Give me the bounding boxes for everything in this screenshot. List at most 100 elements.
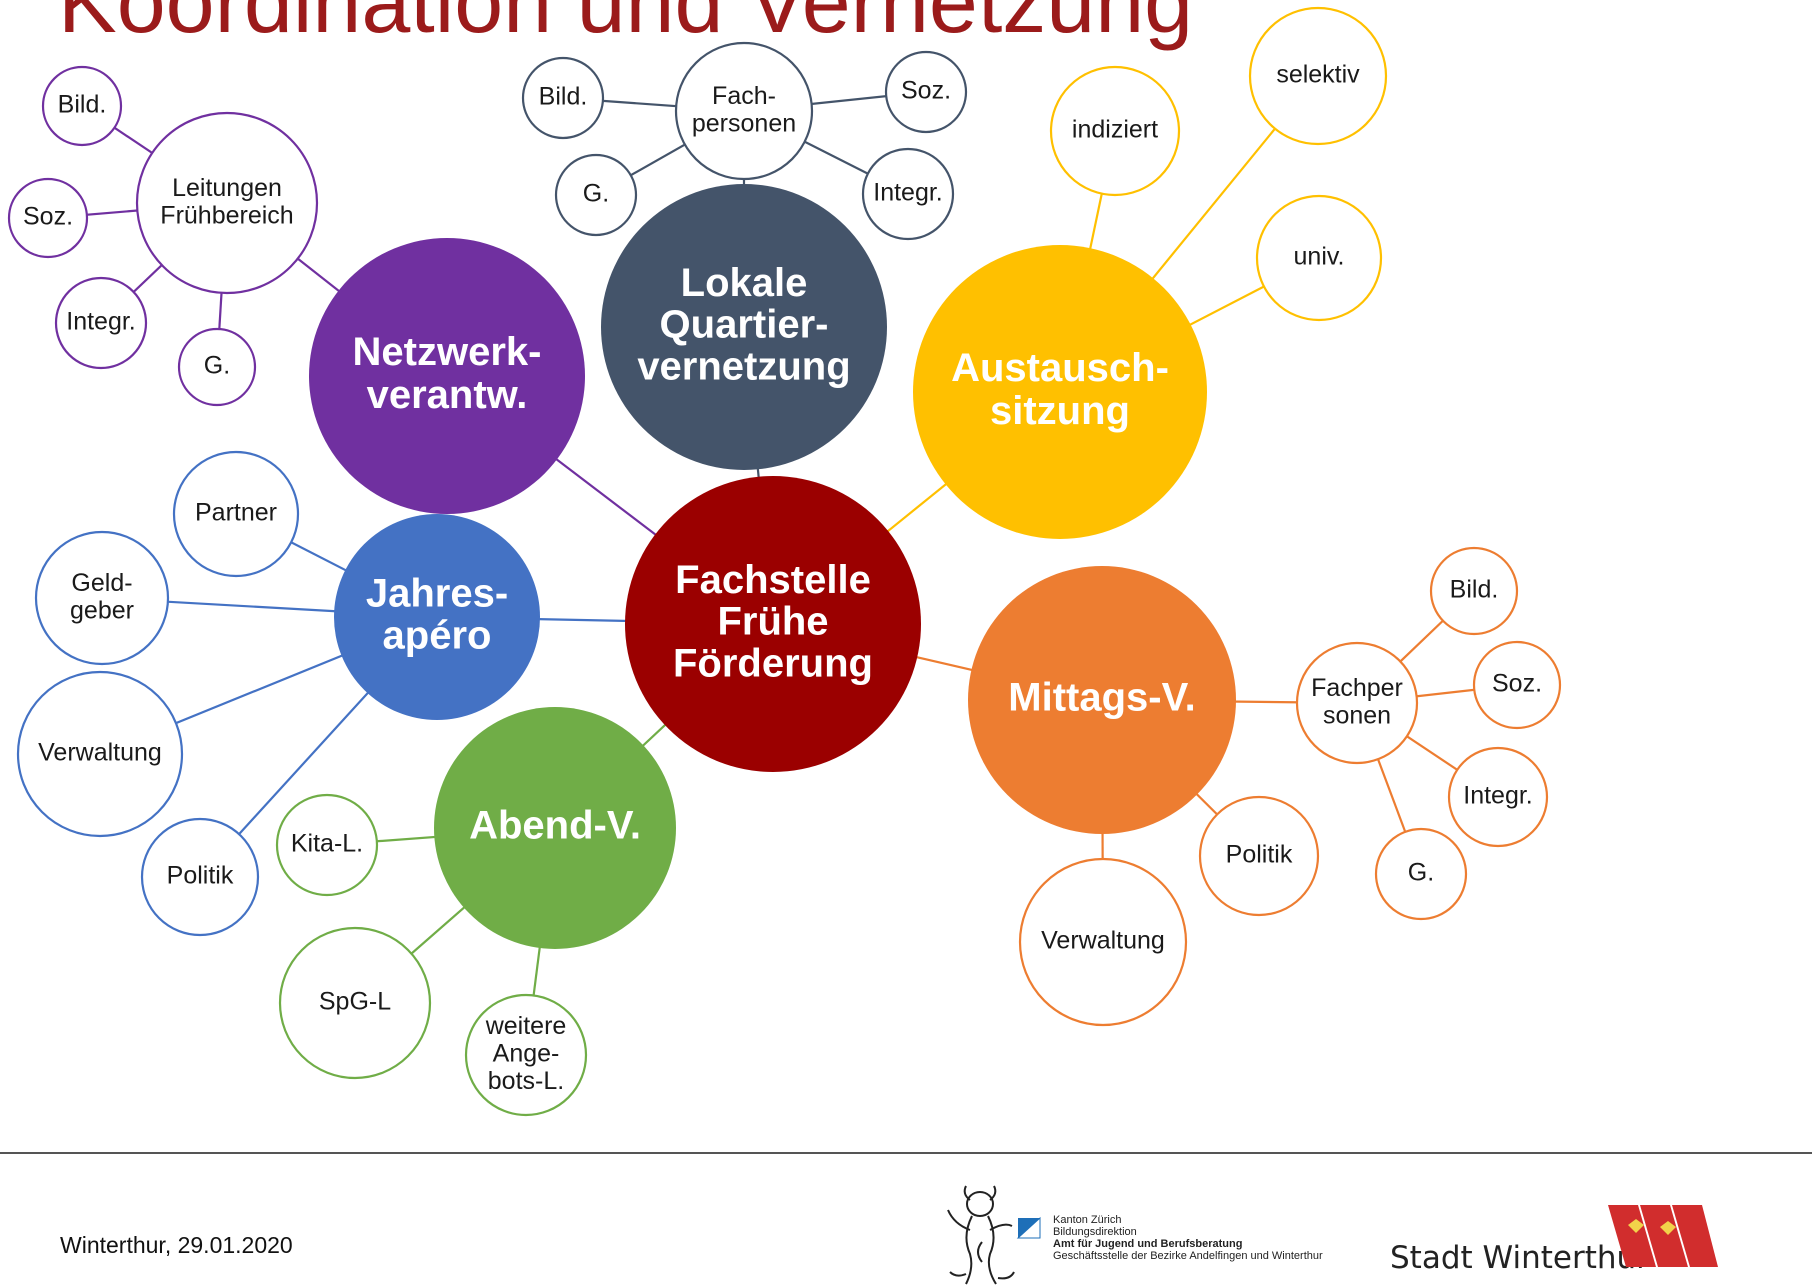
hub-netzwerk: Netzwerk-verantw. xyxy=(309,238,585,514)
austausch-leaf-node-label: indiziert xyxy=(1072,116,1158,144)
mittag-sub-node-label: Fachper xyxy=(1311,674,1403,702)
jahres-leaf-node-circle xyxy=(16,670,184,838)
lokale-leaf-node-circle xyxy=(861,147,955,241)
mittag-leaf-node-circle xyxy=(1472,640,1562,730)
jahres-leaf-node-label: Geld- xyxy=(71,569,132,597)
lokale-leaf-node: G. xyxy=(554,153,638,237)
hub-netzwerk-circle xyxy=(309,238,585,514)
abend-leaf-node: Kita-L. xyxy=(275,793,379,897)
lokale-sub-node-label: Fach- xyxy=(712,82,776,110)
kanton-zuerich-logo: Kanton Zürich Bildungsdirektion Amt für … xyxy=(940,1182,1350,1287)
jahres-leaf-node-circle xyxy=(34,530,170,666)
mittag-leaf-node-label: G. xyxy=(1408,859,1434,887)
stadt-winterthur-logo: Stadt Winterthur xyxy=(1390,1205,1730,1285)
kanton-line: Bildungsdirektion xyxy=(1053,1226,1137,1238)
hub-netzwerk-label: verantw. xyxy=(367,373,528,417)
jahres-leaf-node-label: geber xyxy=(70,596,134,624)
mittag-leaf-node: Verwaltung xyxy=(1018,857,1188,1027)
mittag-leaf-node: Soz. xyxy=(1472,640,1562,730)
hub-lokale-label: vernetzung xyxy=(637,344,850,388)
mittag-leaf-node: Integr. xyxy=(1447,746,1549,848)
hub-jahres: Jahres-apéro xyxy=(334,514,540,720)
abend-leaf-node-label: Ange- xyxy=(493,1040,560,1068)
mittag-leaf-node: G. xyxy=(1374,827,1468,921)
austausch-leaf-node-label: selektiv xyxy=(1276,61,1360,89)
netzwerk-leaf-node: Bild. xyxy=(41,65,123,147)
hub-lokale-label: Quartier- xyxy=(660,303,829,347)
mittag-leaf-node-circle xyxy=(1198,795,1320,917)
hub-center-label: Förderung xyxy=(673,641,873,685)
netzwerk-leaf-node-label: Bild. xyxy=(58,91,107,119)
mittag-sub-node-circle xyxy=(1295,641,1419,765)
mittag-leaf-node-label: Politik xyxy=(1226,841,1293,869)
hub-mittag-label: Mittags-V. xyxy=(1008,676,1195,720)
austausch-leaf-node: univ. xyxy=(1255,194,1383,322)
city-name: Stadt Winterthur xyxy=(1390,1240,1649,1276)
lion-icon xyxy=(947,1185,1041,1285)
lokale-sub-node-label: personen xyxy=(692,109,796,137)
abend-leaf-node-circle xyxy=(278,926,432,1080)
austausch-leaf-node-circle xyxy=(1248,6,1388,146)
hub-lokale-circle xyxy=(601,184,887,470)
hub-netzwerk-label: Netzwerk- xyxy=(353,330,542,374)
netzwerk-leaf-node-label: Integr. xyxy=(66,308,136,336)
mittag-leaf-node-circle xyxy=(1447,746,1549,848)
austausch-leaf-node-circle xyxy=(1049,65,1181,197)
mittag-leaf-node: Politik xyxy=(1198,795,1320,917)
kanton-line: Kanton Zürich xyxy=(1053,1214,1122,1226)
mittag-leaf-node-circle xyxy=(1374,827,1468,921)
mittag-leaf-node-label: Bild. xyxy=(1450,576,1499,604)
netzwerk-leaf-node-label: Soz. xyxy=(23,203,73,231)
abend-leaf-node-label: SpG-L xyxy=(319,988,391,1016)
lokale-leaf-node: Integr. xyxy=(861,147,955,241)
hub-jahres-circle xyxy=(334,514,540,720)
hub-abend-label: Abend-V. xyxy=(469,804,641,848)
jahres-leaf-node: Verwaltung xyxy=(16,670,184,838)
lokale-leaf-node-label: Integr. xyxy=(873,179,943,207)
lokale-leaf-node: Soz. xyxy=(884,50,968,134)
lokale-leaf-node: Bild. xyxy=(521,56,605,140)
austausch-leaf-node-label: univ. xyxy=(1294,243,1345,271)
mittag-leaf-node-circle xyxy=(1018,857,1188,1027)
abend-leaf-node: SpG-L xyxy=(278,926,432,1080)
jahres-leaf-node-label: Politik xyxy=(167,862,234,890)
hub-abend: Abend-V. xyxy=(434,707,676,949)
netzwerk-leaf-node: G. xyxy=(177,327,257,407)
lokale-leaf-node-circle xyxy=(521,56,605,140)
hub-center-label: Frühe xyxy=(717,600,828,644)
netzwerk-leaf-node-circle xyxy=(7,177,89,259)
hub-mittag: Mittags-V. xyxy=(968,566,1236,834)
hub-lokale-label: Lokale xyxy=(681,261,808,305)
mittag-leaf-node: Bild. xyxy=(1429,546,1519,636)
hub-center-label: Fachstelle xyxy=(675,558,871,602)
footer-divider xyxy=(0,1152,1812,1154)
netzwerk-sub-node-label: Leitungen xyxy=(172,174,282,202)
hub-mittag-circle xyxy=(968,566,1236,834)
hub-center-circle xyxy=(625,476,921,772)
lokale-sub-node: Fach-personen xyxy=(674,41,814,181)
hub-austausch-circle xyxy=(913,245,1207,539)
jahres-leaf-node-label: Verwaltung xyxy=(38,739,162,767)
mittag-sub-node-label: sonen xyxy=(1323,701,1391,729)
netzwerk-leaf-node-label: G. xyxy=(204,352,230,380)
netzwerk-sub-node-label: Frühbereich xyxy=(160,201,293,229)
netzwerk-leaf-node: Soz. xyxy=(7,177,89,259)
jahres-leaf-node: Partner xyxy=(172,450,300,578)
lokale-leaf-node-circle xyxy=(554,153,638,237)
mittag-leaf-node-circle xyxy=(1429,546,1519,636)
abend-leaf-node-circle xyxy=(275,793,379,897)
kanton-text-block: Kanton Zürich Bildungsdirektion Amt für … xyxy=(1053,1214,1323,1262)
austausch-leaf-node: selektiv xyxy=(1248,6,1388,146)
hub-austausch-label: sitzung xyxy=(990,389,1130,433)
hub-jahres-label: Jahres- xyxy=(366,572,508,616)
hub-austausch: Austausch-sitzung xyxy=(913,245,1207,539)
netzwerk-sub-node-circle xyxy=(135,111,319,295)
abend-leaf-node-label: bots-L. xyxy=(488,1067,564,1095)
footer-date: Winterthur, 29.01.2020 xyxy=(60,1232,293,1258)
